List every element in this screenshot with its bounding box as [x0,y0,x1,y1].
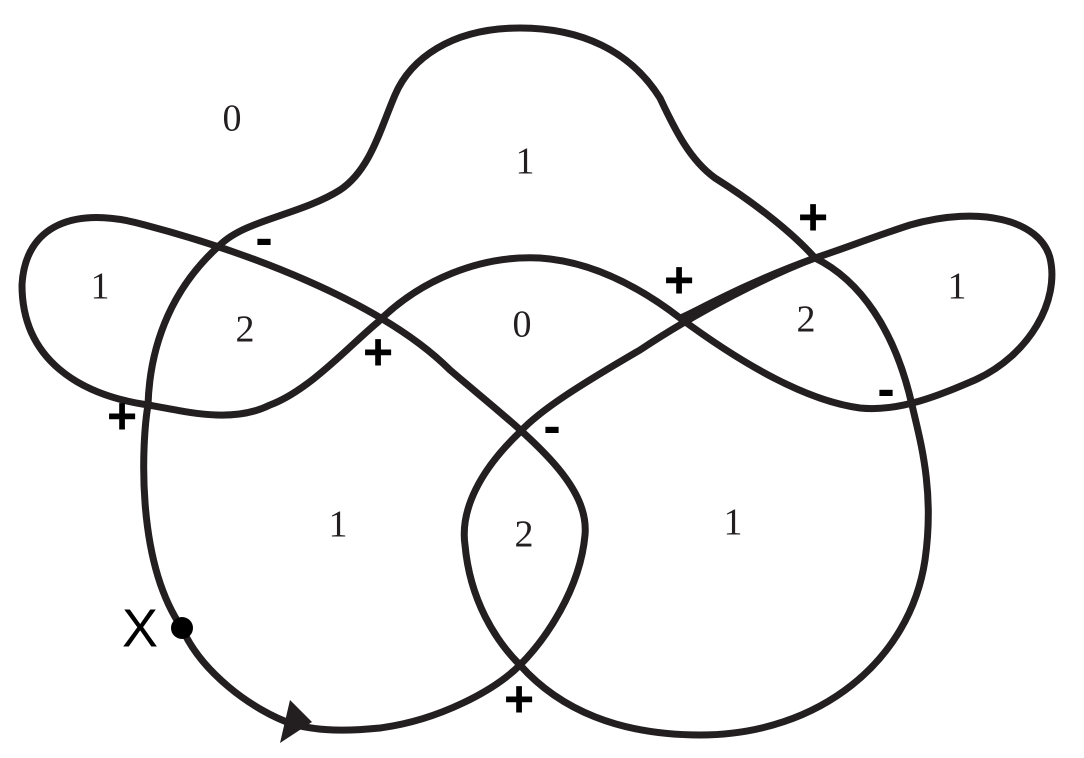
region-number: 1 [329,504,348,546]
crossing-sign: + [798,189,828,247]
crossing-sign: + [664,252,694,310]
region-number: 0 [513,304,532,346]
start-point-label: X [122,598,158,658]
crossing-sign: + [504,671,534,729]
region-number: 1 [91,266,110,308]
closed-curve [18,214,589,734]
closed-curve-segment [144,212,1056,419]
crossing-sign: + [363,324,393,382]
region-number: 2 [797,299,816,341]
arrow-icon [280,700,312,743]
region-number: 1 [724,502,743,544]
region-number: 1 [948,266,967,308]
crossing-sign: - [543,398,560,456]
region-number: 2 [236,309,255,351]
crossing-sign: - [255,210,272,268]
start-point-dot [171,617,193,639]
crossing-sign: - [877,361,894,419]
closed-curve-segment [144,24,819,409]
region-number: 1 [516,141,535,183]
region-number: 2 [515,514,534,556]
closed-curve-segment [460,254,932,739]
region-number: 0 [223,98,242,140]
crossing-sign: + [107,388,137,446]
